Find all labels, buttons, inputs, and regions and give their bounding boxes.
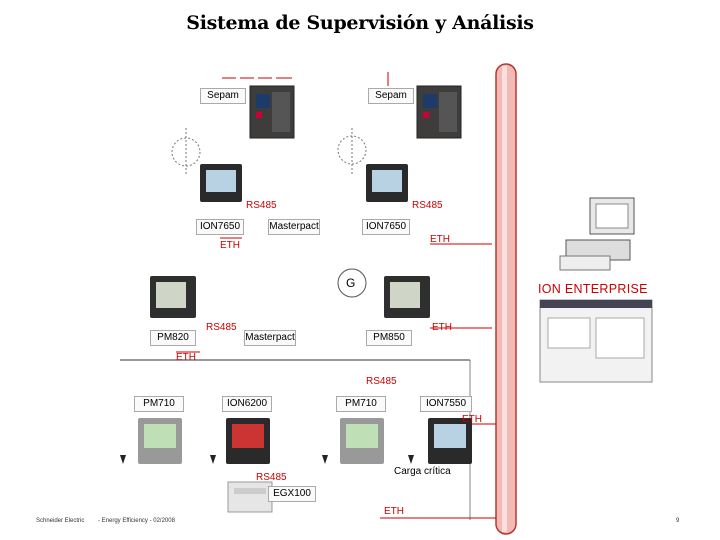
pm710-meter-1 [138, 418, 182, 464]
masterpact-label: Masterpact [268, 219, 320, 235]
eth-label-2: ETH [430, 234, 450, 245]
eth-label-6: ETH [384, 506, 404, 517]
ion-enterprise-screenshot [540, 300, 652, 382]
pm850-label: PM850 [366, 330, 412, 346]
rs485-label-3: RS485 [206, 322, 237, 333]
sepam-device-1 [250, 86, 294, 138]
eth-label-1: ETH [220, 240, 240, 251]
rs485-label-1: RS485 [246, 200, 277, 211]
footer-page-number: 9 [676, 518, 679, 524]
top-red-dashes [222, 72, 388, 86]
footer-company: Schneider Electric [36, 518, 84, 524]
ion6200-label: ION6200 [222, 396, 272, 412]
ion7650-label-2: ION7650 [362, 219, 410, 235]
eth-label-3: ETH [432, 322, 452, 333]
generator-label: G [346, 276, 355, 290]
pm710-label-2: PM710 [336, 396, 386, 412]
ion7650-label-1: ION7650 [196, 219, 244, 235]
footer-center: - Energy Efficiency - 02/2008 [98, 518, 175, 524]
eth-label-5: ETH [462, 414, 482, 425]
rs485-label-4: RS485 [366, 376, 397, 387]
sepam-device-2 [417, 86, 461, 138]
computer-icon [560, 198, 634, 270]
ion7550-label: ION7550 [420, 396, 472, 412]
pm820-meter [150, 276, 196, 318]
sepam-label-2: Sepam [368, 88, 414, 104]
eth-label-4: ETH [176, 352, 196, 363]
egx100-gateway [228, 482, 272, 512]
carga-critica-label: Carga crítica [394, 466, 451, 477]
ion6200-meter [226, 418, 270, 464]
egx100-label: EGX100 [268, 486, 316, 502]
pm850-meter [384, 276, 430, 318]
pm710-label-1: PM710 [134, 396, 184, 412]
pm820-label: PM820 [150, 330, 196, 346]
ion7650-meter-2 [366, 164, 408, 202]
page-title: Sistema de Supervisión y Análisis [0, 12, 720, 34]
pm710-meter-2 [340, 418, 384, 464]
rs485-label-5: RS485 [256, 472, 287, 483]
ion7650-meter-1 [200, 164, 242, 202]
masterpact-label-2: Masterpact [244, 330, 296, 346]
sepam-label-1: Sepam [200, 88, 246, 104]
rs485-label-2: RS485 [412, 200, 443, 211]
ion-enterprise-label: ION ENTERPRISE [538, 282, 648, 296]
